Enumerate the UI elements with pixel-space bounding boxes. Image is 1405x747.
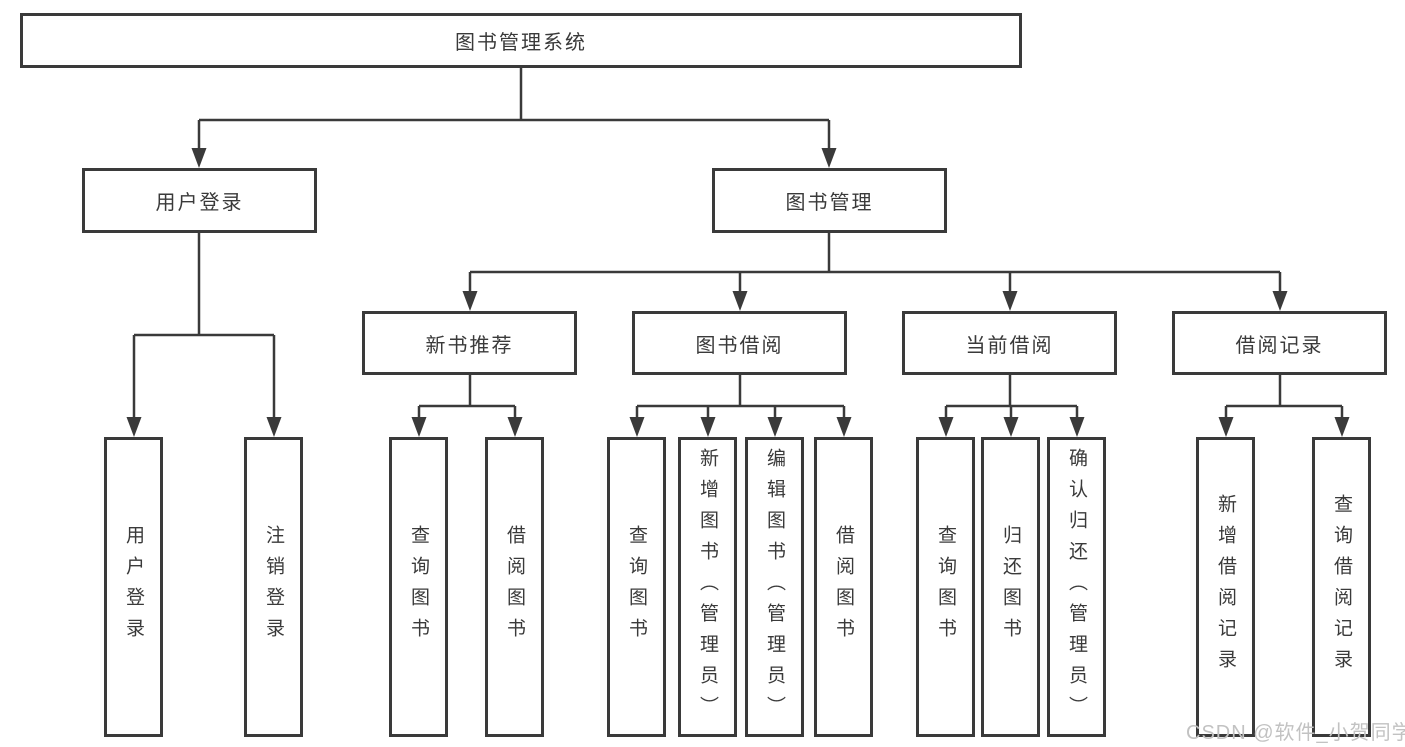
arrowhead-icon — [411, 417, 427, 437]
leaf-query-borrow-record: 查询借阅记录 — [1312, 437, 1371, 737]
leaf-query-books-current: 查询图书 — [916, 437, 975, 737]
node-user-login: 用户登录 — [82, 168, 317, 233]
node-label: 查询图书 — [626, 525, 647, 649]
node-label: 查询图书 — [408, 525, 429, 649]
node-label: 新增图书（管理员） — [697, 447, 718, 727]
leaf-query-books-borrowing: 查询图书 — [607, 437, 666, 737]
node-label: 图书借阅 — [695, 334, 784, 357]
node-book-borrowing: 图书借阅 — [632, 311, 847, 375]
leaf-return-books: 归还图书 — [981, 437, 1040, 737]
leaf-add-borrow-record: 新增借阅记录 — [1196, 437, 1255, 737]
leaf-query-books-recommend: 查询图书 — [389, 437, 448, 737]
arrowhead-icon — [1069, 417, 1085, 437]
leaf-logout: 注销登录 — [244, 437, 303, 737]
node-label: 确认归还（管理员） — [1066, 447, 1087, 727]
node-borrowing-records: 借阅记录 — [1172, 311, 1387, 375]
node-library-system: 图书管理系统 — [20, 13, 1022, 68]
arrowhead-icon — [191, 148, 207, 168]
leaf-borrow-books-borrowing: 借阅图书 — [814, 437, 873, 737]
leaf-borrow-books-recommend: 借阅图书 — [485, 437, 544, 737]
arrowhead-icon — [732, 291, 748, 311]
csdn-watermark: CSDN @软件_小贺同学 — [1186, 722, 1405, 744]
leaf-edit-book-admin: 编辑图书（管理员） — [745, 437, 804, 737]
arrowhead-icon — [1272, 291, 1288, 311]
node-label: 图书管理系统 — [455, 32, 587, 54]
arrowhead-icon — [629, 417, 645, 437]
arrowhead-icon — [767, 417, 783, 437]
node-label: 当前借阅 — [965, 334, 1054, 357]
arrowhead-icon — [1002, 291, 1018, 311]
node-label: 编辑图书（管理员） — [764, 447, 785, 727]
arrowhead-icon — [266, 417, 282, 437]
arrowhead-icon — [938, 417, 954, 437]
node-book-management: 图书管理 — [712, 168, 947, 233]
leaf-confirm-return-admin: 确认归还（管理员） — [1047, 437, 1106, 737]
arrowheads — [126, 148, 1350, 437]
node-label: 借阅记录 — [1235, 334, 1324, 357]
arrowhead-icon — [1334, 417, 1350, 437]
node-label: 归还图书 — [1000, 525, 1021, 649]
node-label: 查询图书 — [935, 525, 956, 649]
arrowhead-icon — [821, 148, 837, 168]
connector-lines — [132, 68, 1344, 421]
leaf-user-login: 用户登录 — [104, 437, 163, 737]
node-label: 用户登录 — [123, 525, 144, 649]
arrowhead-icon — [1218, 417, 1234, 437]
node-new-book-recommendation: 新书推荐 — [362, 311, 577, 375]
node-label: 新增借阅记录 — [1215, 494, 1236, 680]
arrowhead-icon — [462, 291, 478, 311]
node-label: 用户登录 — [155, 192, 244, 214]
node-label: 借阅图书 — [833, 525, 854, 649]
arrowhead-icon — [126, 417, 142, 437]
arrowhead-icon — [507, 417, 523, 437]
node-label: 查询借阅记录 — [1331, 494, 1352, 680]
node-current-borrowing: 当前借阅 — [902, 311, 1117, 375]
node-label: 图书管理 — [785, 192, 874, 214]
node-label: 新书推荐 — [425, 334, 514, 357]
arrowhead-icon — [836, 417, 852, 437]
leaf-add-book-admin: 新增图书（管理员） — [678, 437, 737, 737]
arrowhead-icon — [1003, 417, 1019, 437]
node-label: 借阅图书 — [504, 525, 525, 649]
arrowhead-icon — [700, 417, 716, 437]
node-label: 注销登录 — [263, 525, 284, 649]
